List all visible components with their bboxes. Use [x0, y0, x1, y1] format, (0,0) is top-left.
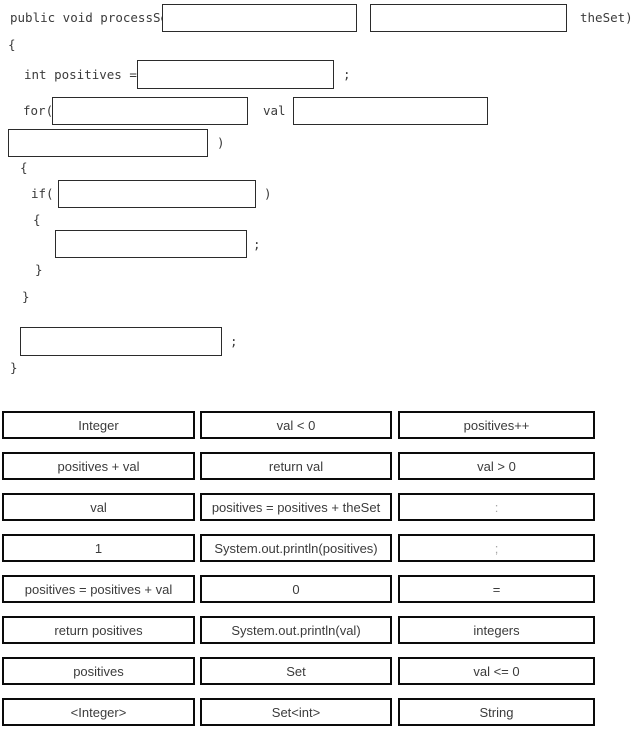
tile-println-val[interactable]: System.out.println(val): [200, 616, 392, 644]
tile-string[interactable]: String: [398, 698, 595, 726]
tile-semicolon[interactable]: ;: [398, 534, 595, 562]
tile-println-positives[interactable]: System.out.println(positives): [200, 534, 392, 562]
tile-return-positives[interactable]: return positives: [2, 616, 195, 644]
tile-colon[interactable]: :: [398, 493, 595, 521]
close-paren-for: ): [217, 135, 225, 150]
open-brace-method: {: [8, 37, 16, 52]
blank-positives-init[interactable]: [137, 60, 334, 89]
semicolon-if-body: ;: [253, 237, 261, 252]
tile-integer[interactable]: Integer: [2, 411, 195, 439]
open-brace-for: {: [20, 160, 28, 175]
tile-one[interactable]: 1: [2, 534, 195, 562]
tile-val-lt-0[interactable]: val < 0: [200, 411, 392, 439]
for-keyword: for(: [23, 103, 54, 118]
blank-loop-separator[interactable]: [293, 97, 488, 125]
int-declaration: int positives =: [24, 67, 137, 82]
blank-loop-var-type[interactable]: [52, 97, 248, 125]
tile-generic-integer[interactable]: <Integer>: [2, 698, 195, 726]
blank-param-type[interactable]: [162, 4, 357, 32]
tile-positives-plus-val[interactable]: positives + val: [2, 452, 195, 480]
tile-equals[interactable]: =: [398, 575, 595, 603]
tile-val-gt-0[interactable]: val > 0: [398, 452, 595, 480]
if-keyword: if(: [31, 186, 54, 201]
tile-positives[interactable]: positives: [2, 657, 195, 685]
blank-loop-collection[interactable]: [8, 129, 208, 157]
tile-positives-equals-positives-plus-theset[interactable]: positives = positives + theSet: [200, 493, 392, 521]
tile-positives-increment[interactable]: positives++: [398, 411, 595, 439]
blank-final-statement[interactable]: [20, 327, 222, 356]
tile-set[interactable]: Set: [200, 657, 392, 685]
tile-integers[interactable]: integers: [398, 616, 595, 644]
val-label: val: [263, 103, 286, 118]
open-brace-if: {: [33, 212, 41, 227]
blank-if-condition[interactable]: [58, 180, 256, 208]
semicolon-init: ;: [343, 67, 351, 82]
blank-param-generic[interactable]: [370, 4, 567, 32]
close-paren-if: ): [264, 186, 272, 201]
tile-return-val[interactable]: return val: [200, 452, 392, 480]
tile-zero[interactable]: 0: [200, 575, 392, 603]
semicolon-final: ;: [230, 334, 238, 349]
tile-positives-equals-positives-plus-val[interactable]: positives = positives + val: [2, 575, 195, 603]
close-brace-method: }: [10, 360, 18, 375]
tile-val-lte-0[interactable]: val <= 0: [398, 657, 595, 685]
close-brace-for: }: [22, 289, 30, 304]
blank-if-body[interactable]: [55, 230, 247, 258]
tile-set-int[interactable]: Set<int>: [200, 698, 392, 726]
method-signature-suffix: theSet): [580, 10, 631, 25]
tile-val[interactable]: val: [2, 493, 195, 521]
method-signature-prefix: public void processSet(: [10, 10, 184, 25]
close-brace-if: }: [35, 262, 43, 277]
